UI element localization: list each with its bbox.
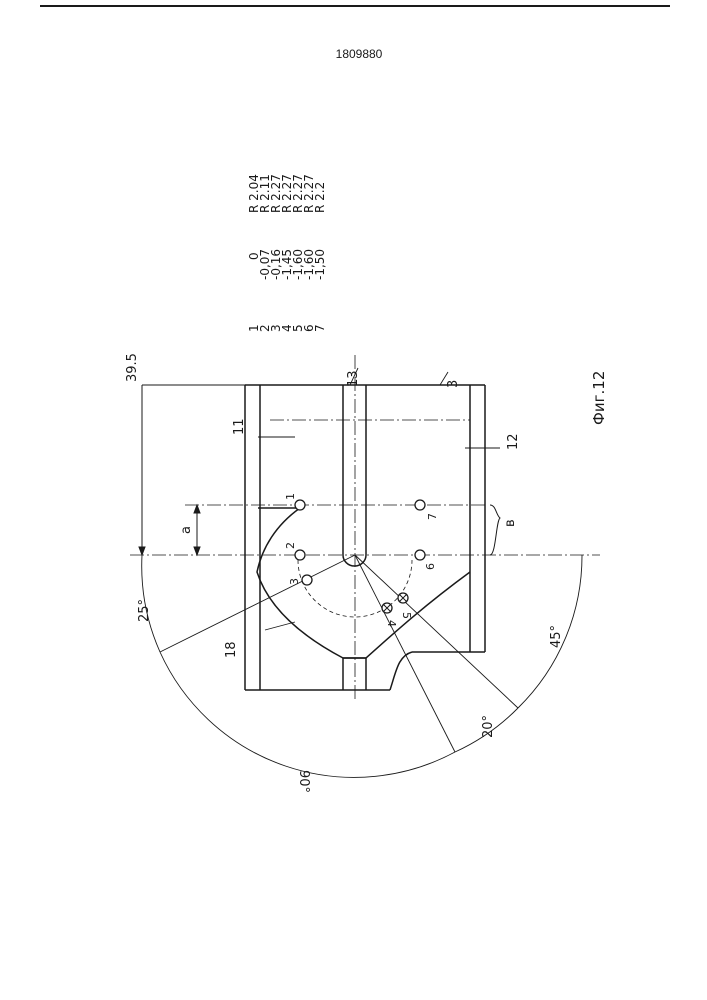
label-11: 11 [232,418,247,435]
brace-b [490,505,500,555]
point-1-label: 1 [284,493,297,500]
dim-b-label: в [503,519,518,527]
dim-a-arrow-bottom [194,547,200,555]
table-off-7: -1,50 [313,249,327,280]
radial-line-45 [355,555,518,708]
point-2-circle [295,550,305,560]
slot-end-arc [343,555,366,566]
dim-a-arrow-top [194,505,200,513]
leader-18 [265,622,295,630]
point-6-label: 6 [424,563,437,570]
point-2-label: 2 [284,542,297,549]
point-6-circle [415,550,425,560]
point-3-label: 3 [288,578,301,585]
angle-25-label: 25° [137,599,152,622]
angle-20-label: 20° [481,715,496,738]
point-4-label: 4 [385,620,398,627]
point-1-circle [295,500,305,510]
dim-39-5-arrow [139,547,145,555]
label-12: 12 [506,433,521,450]
point-7-circle [415,500,425,510]
arc-90 [160,652,455,777]
angle-90-label: 90° [296,770,311,793]
angle-45-label: 45° [549,625,564,648]
point-3-circle [302,575,312,585]
table-rad-7: R 2.2 [313,182,327,213]
point-5-label: 5 [400,612,413,619]
label-18: 18 [224,641,239,658]
label-3: 3 [446,380,461,388]
dim-a-label: a [179,526,194,534]
plate-notch [390,652,412,690]
point-7-label: 7 [426,513,439,520]
data-table: 1 2 3 4 5 6 7 0 -0,07 -0,16 -1,45 -1,60 … [247,174,327,332]
dim-39-5-label: 39.5 [125,353,140,382]
patent-number: 1809880 [336,47,383,61]
figure-caption: Фиг.12 [590,371,608,425]
table-idx-7: 7 [313,324,327,332]
label-13: 13 [346,370,361,387]
